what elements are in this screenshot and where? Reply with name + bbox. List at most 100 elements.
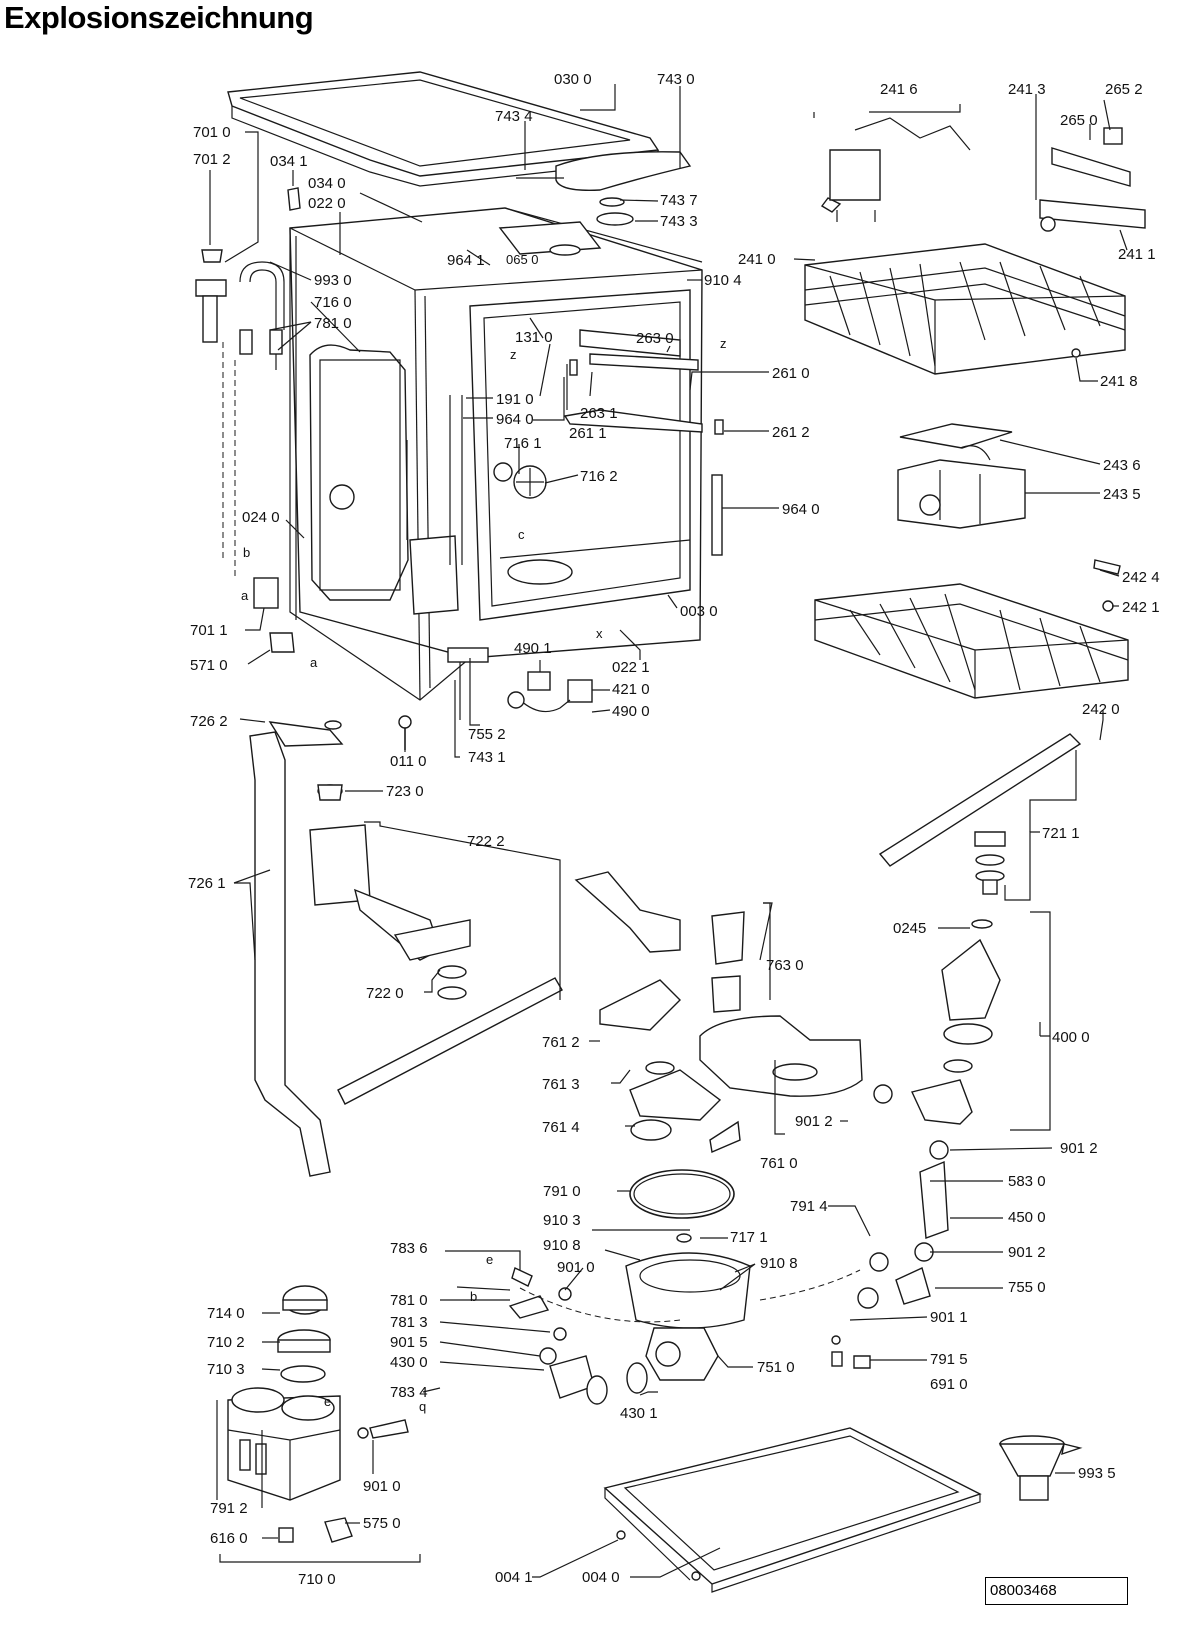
marker-b-lower: b [470,1289,477,1304]
callout-743-0: 743 0 [657,71,695,88]
callout-710-3: 710 3 [207,1361,245,1378]
callout-751-0: 751 0 [757,1359,795,1376]
callout-710-2: 710 2 [207,1334,245,1351]
callout-243-5: 243 5 [1103,486,1141,503]
callout-964-0-inner: 964 0 [496,411,534,428]
connection-markers: a a b b e e c x z z q [241,336,727,1414]
callout-761-3: 761 3 [542,1076,580,1093]
callout-701-2: 701 2 [193,151,231,168]
callout-261-2: 261 2 [772,424,810,441]
callout-755-0: 755 0 [1008,1279,1046,1296]
callout-710-0: 710 0 [298,1571,336,1588]
callout-030-0: 030 0 [554,71,592,88]
callout-791-5: 791 5 [930,1351,968,1368]
callout-723-0: 723 0 [386,783,424,800]
marker-z-right: z [720,336,727,351]
callout-964-0-right: 964 0 [782,501,820,518]
callout-261-1: 261 1 [569,425,607,442]
callout-004-1: 004 1 [495,1569,533,1586]
callout-901-2-lower: 901 2 [1008,1244,1046,1261]
marker-b-upper: b [243,545,250,560]
callout-791-0: 791 0 [543,1183,581,1200]
callout-761-2: 761 2 [542,1034,580,1051]
supply-pipe-part [249,720,344,1177]
callout-714-0: 714 0 [207,1305,245,1322]
callout-910-8-left: 910 8 [543,1237,581,1254]
callout-716-2: 716 2 [580,468,618,485]
callout-901-5: 901 5 [390,1334,428,1351]
callout-430-0: 430 0 [390,1354,428,1371]
callout-022-1: 022 1 [612,659,650,676]
callout-242-4: 242 4 [1122,569,1160,586]
callout-265-2: 265 2 [1105,81,1143,98]
callout-191-0: 191 0 [496,391,534,408]
marker-e-upper: e [486,1252,493,1267]
callout-763-0: 763 0 [766,957,804,974]
callout-241-3: 241 3 [1008,81,1046,98]
callout-901-0-sump: 901 0 [557,1259,595,1276]
callout-065-0: 065 0 [506,252,539,267]
callout-labels: 030 0 743 0 743 4 743 7 743 3 701 0 701 … [188,71,1160,1588]
callout-701-0: 701 0 [193,124,231,141]
callout-701-1: 701 1 [190,622,228,639]
callout-791-4: 791 4 [790,1198,828,1215]
callout-421-0: 421 0 [612,681,650,698]
callout-241-0: 241 0 [738,251,776,268]
page-title: Explosionszeichnung [4,0,314,35]
callout-011-0: 011 0 [390,753,426,770]
callout-993-0: 993 0 [314,272,352,289]
callout-034-1: 034 1 [270,153,308,170]
callout-964-1: 964 1 [447,252,485,269]
callout-263-0: 263 0 [636,330,674,347]
callout-242-1: 242 1 [1122,599,1160,616]
lower-spray-arm-part [309,824,563,1105]
callout-901-1: 901 1 [930,1309,968,1326]
document-number-box: 08003468 [985,1577,1128,1605]
callout-722-2: 722 2 [467,833,505,850]
callout-721-1: 721 1 [1042,825,1080,842]
callout-717-1: 717 1 [730,1229,768,1246]
callout-616-0: 616 0 [210,1530,248,1547]
callout-722-0: 722 0 [366,985,404,1002]
upper-basket-part [804,117,1146,375]
tub-cabinet-part [289,207,724,701]
callout-755-2: 755 2 [468,726,506,743]
callout-241-8: 241 8 [1100,373,1138,390]
callout-716-1: 716 1 [504,435,542,452]
leader-lines [209,84,1128,1578]
callout-261-0: 261 0 [772,365,810,382]
callout-450-0: 450 0 [1008,1209,1046,1226]
callout-004-0: 004 0 [582,1569,620,1586]
callout-691-0: 691 0 [930,1376,968,1393]
marker-e-lower: e [324,1394,331,1409]
worktop-part [227,71,692,226]
callout-783-4: 783 4 [390,1384,428,1401]
callout-400-0: 400 0 [1052,1029,1090,1046]
callout-781-3: 781 3 [390,1314,428,1331]
callout-993-5: 993 5 [1078,1465,1116,1482]
callout-910-3: 910 3 [543,1212,581,1229]
callout-571-0: 571 0 [190,657,228,674]
callout-0245: 0245 [893,920,926,937]
callout-583-0: 583 0 [1008,1173,1046,1190]
marker-z-left: z [510,347,517,362]
marker-x: x [596,626,603,641]
callout-726-2: 726 2 [190,713,228,730]
callout-575-0: 575 0 [363,1515,401,1532]
callout-243-6: 243 6 [1103,457,1141,474]
callout-490-0: 490 0 [612,703,650,720]
callout-781-0-lower: 781 0 [390,1292,428,1309]
marker-c: c [518,527,525,542]
callout-131-0: 131 0 [515,329,553,346]
callout-265-0: 265 0 [1060,112,1098,129]
callout-743-7: 743 7 [660,192,698,209]
callout-910-8-right: 910 8 [760,1255,798,1272]
callout-901-2-pump: 901 2 [795,1113,833,1130]
callout-242-0: 242 0 [1082,701,1120,718]
callout-761-0: 761 0 [760,1155,798,1172]
water-softener-part [219,1285,421,1563]
sump-pot-part [508,1169,871,1405]
callout-791-2: 791 2 [210,1500,248,1517]
